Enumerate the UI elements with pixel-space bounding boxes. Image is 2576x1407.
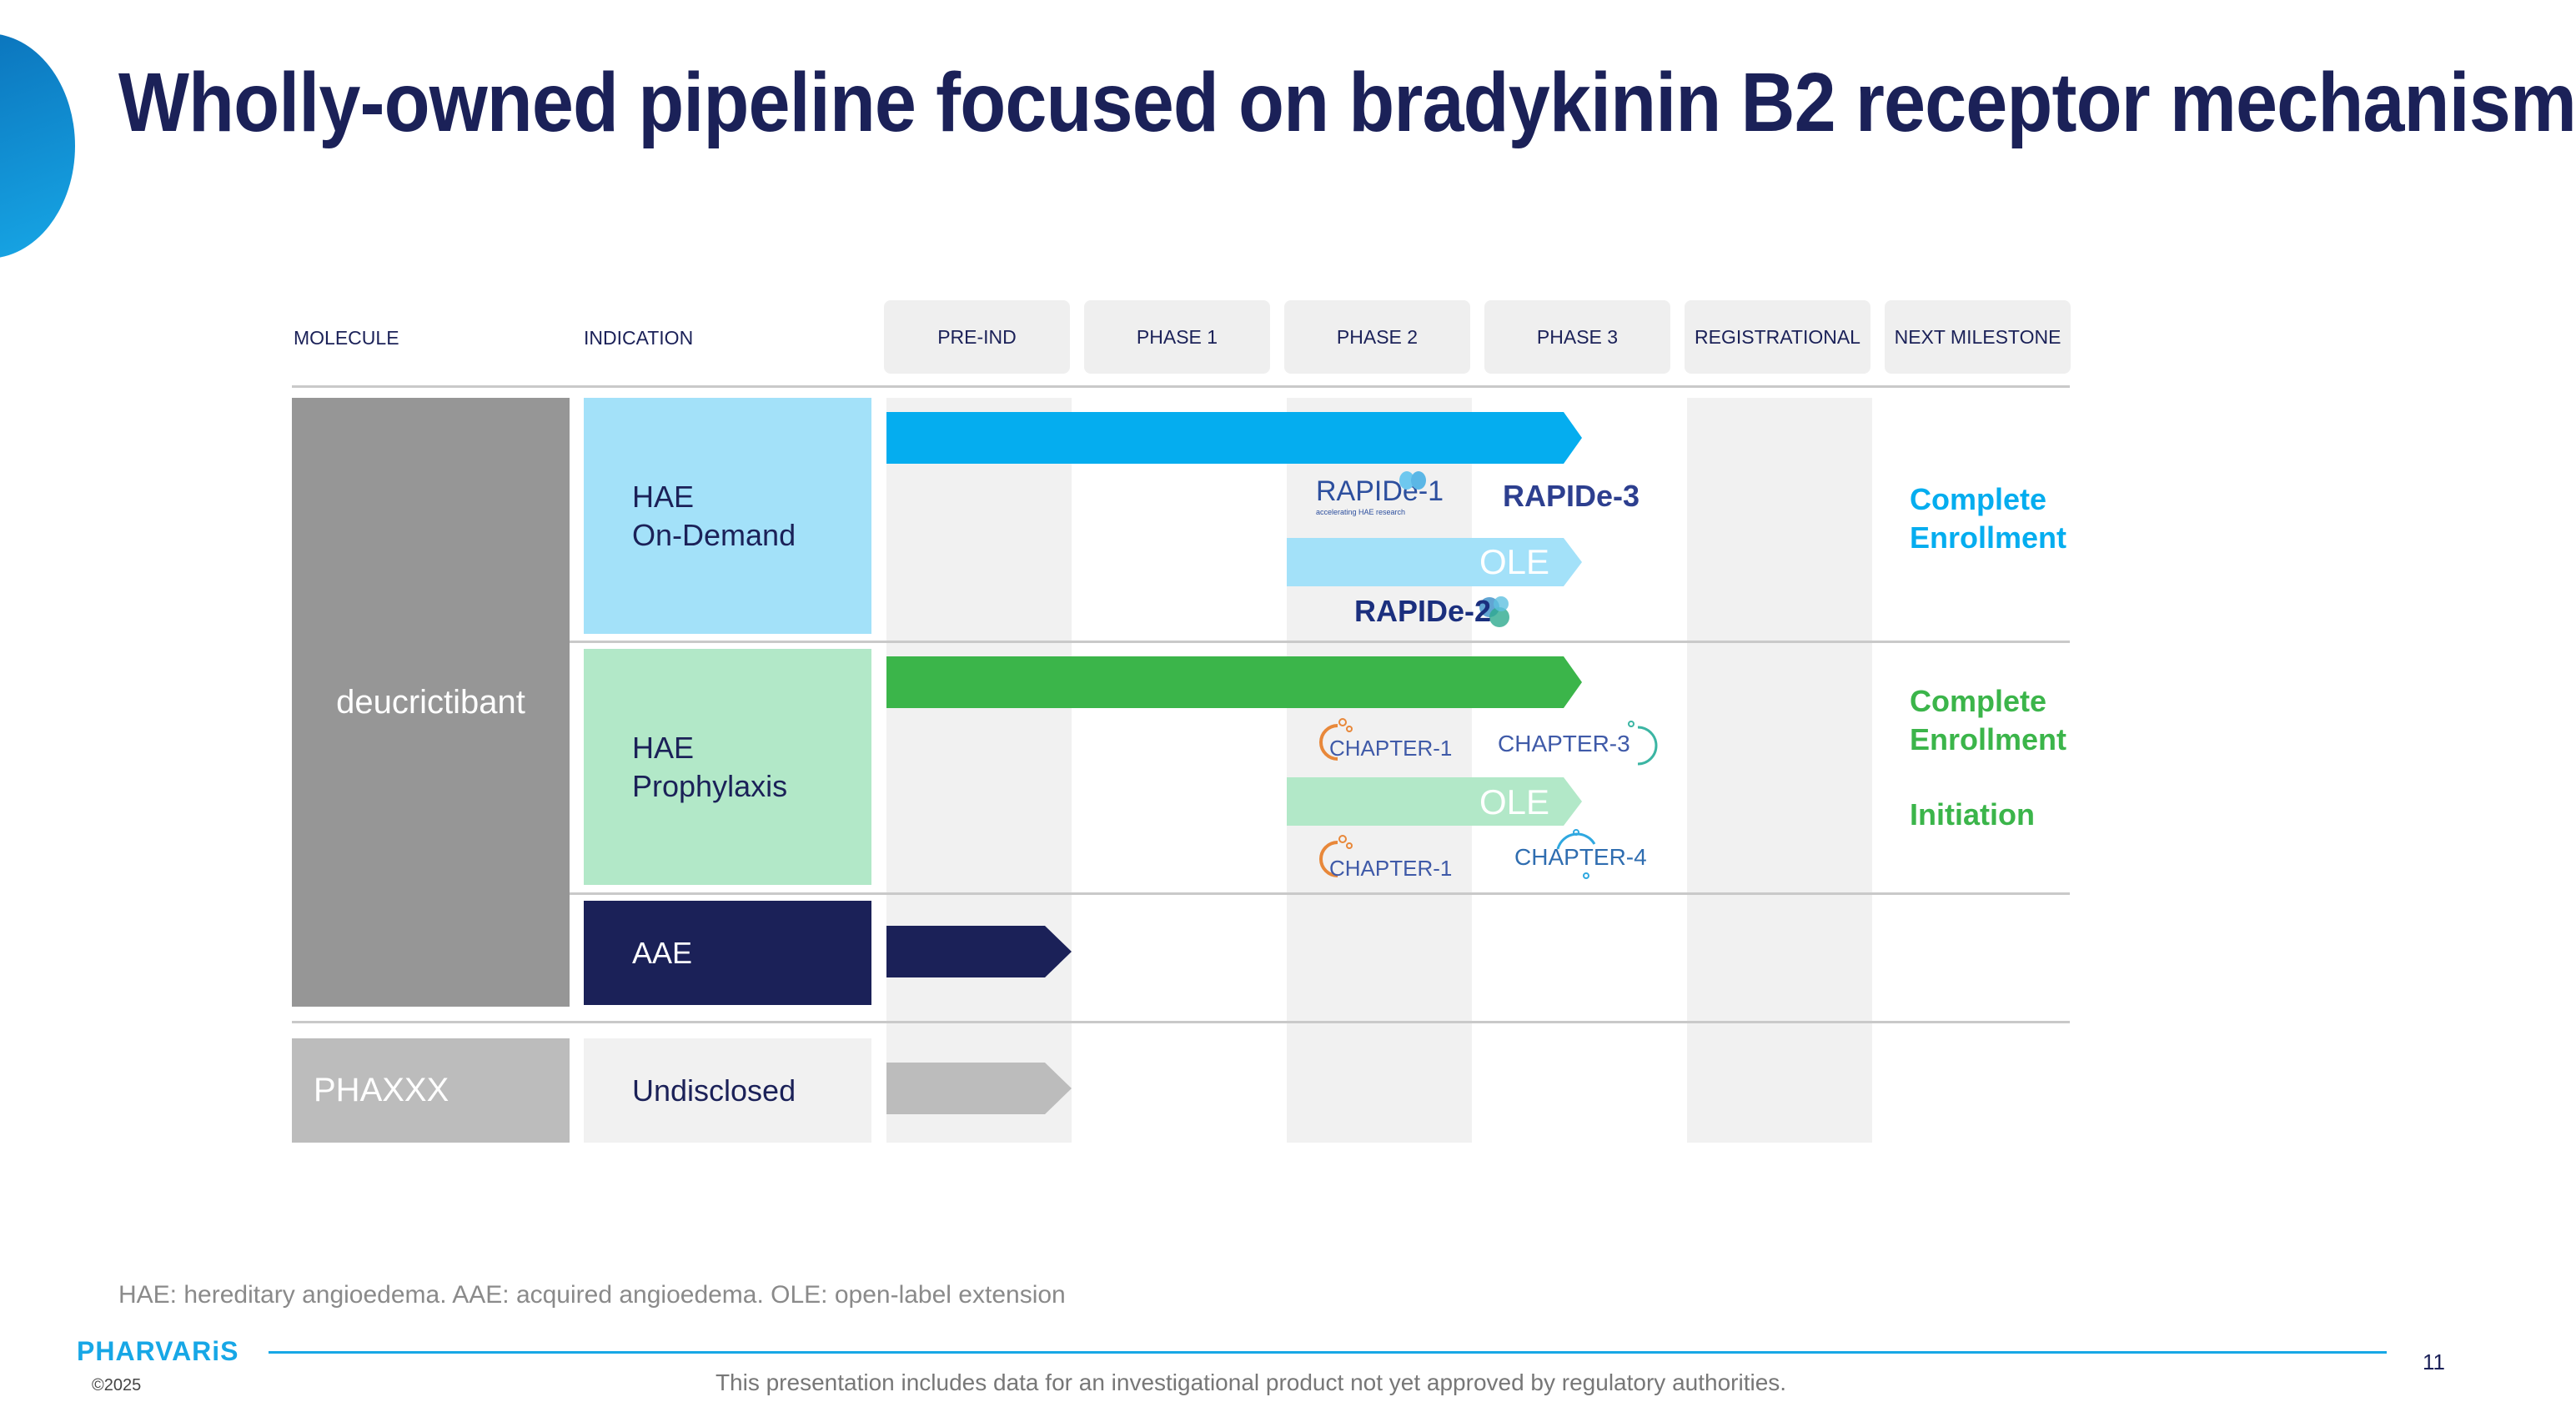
molecule-label: PHAXXX	[314, 1072, 449, 1108]
header-pre-ind: PRE-IND	[884, 300, 1070, 374]
progress-bar-hae-on-demand	[886, 412, 1582, 464]
ole-bar-hae-prophylaxis	[1287, 777, 1582, 826]
disclaimer: This presentation includes data for an i…	[715, 1369, 1787, 1395]
trial-tagline: accelerating HAE research	[1316, 508, 1406, 516]
header-indication: INDICATION	[584, 327, 694, 349]
column-phase-2	[1287, 398, 1472, 1143]
milestone-line: Complete	[1910, 482, 2047, 516]
row-divider	[292, 641, 2070, 643]
indication-line: HAE	[632, 479, 695, 514]
chapter-logo-icon	[1319, 835, 1353, 877]
page-title: Wholly-owned pipeline focused on bradyki…	[118, 56, 2576, 149]
header-registrational: REGISTRATIONAL	[1685, 300, 1870, 374]
milestone-line: Complete	[1910, 684, 2047, 718]
header-next-milestone: NEXT MILESTONE	[1885, 300, 2071, 374]
indication-line: HAE	[632, 730, 695, 765]
indication-line: On-Demand	[632, 517, 796, 552]
footnote: HAE: hereditary angioedema. AAE: acquire…	[118, 1281, 1066, 1309]
milestone-hae-prophylaxis: Complete Enrollment Initiation	[1910, 682, 2066, 834]
indication-aae: AAE	[584, 901, 871, 1005]
milestone-line: Enrollment	[1910, 722, 2067, 756]
brand-logo: PHARVARiS	[77, 1336, 239, 1366]
indication-line: AAE	[632, 935, 693, 970]
header-molecule: MOLECULE	[294, 327, 399, 349]
chapter-logo-icon	[1556, 829, 1596, 879]
header-phase-1: PHASE 1	[1084, 300, 1270, 374]
chapter-logo-icon	[1319, 718, 1353, 761]
header-phase-2: PHASE 2	[1284, 300, 1470, 374]
indication-line: Undisclosed	[632, 1073, 796, 1108]
row-divider	[292, 1021, 2070, 1023]
molecule-deucrictibant: deucrictibant	[292, 398, 570, 1007]
copyright: ©2025	[92, 1376, 142, 1394]
page-number: 11	[2423, 1349, 2445, 1374]
chapter-logo-icon	[1628, 721, 1658, 766]
ole-label: OLE	[1479, 542, 1550, 581]
trial-name: CHAPTER-1	[1329, 856, 1453, 881]
ole-label: OLE	[1479, 782, 1550, 822]
molecule-phaxxx: PHAXXX	[292, 1038, 570, 1143]
progress-bar-undisclosed	[886, 1063, 1072, 1114]
header-phase-3: PHASE 3	[1484, 300, 1670, 374]
butterfly-icon	[1399, 471, 1426, 490]
progress-bar-aae	[886, 926, 1072, 977]
column-registrational	[1687, 398, 1872, 1143]
column-pre-ind	[886, 398, 1072, 1143]
row-divider	[292, 892, 2070, 895]
trial-name: CHAPTER-1	[1329, 736, 1453, 761]
indication-undisclosed: Undisclosed	[584, 1038, 871, 1143]
molecule-label: deucrictibant	[336, 683, 525, 721]
logo-rapide-1: RAPIDe-1 accelerating HAE research	[1316, 471, 1444, 516]
progress-bar-hae-prophylaxis	[886, 656, 1582, 708]
trial-name: CHAPTER-3	[1498, 731, 1630, 756]
trial-name: RAPIDe-2	[1354, 594, 1492, 628]
milestone-line: Enrollment	[1910, 520, 2067, 555]
trial-name: CHAPTER-4	[1514, 844, 1647, 870]
logo-rapide-3: RAPIDe-3	[1503, 479, 1640, 513]
header-divider	[292, 385, 2070, 388]
milestone-hae-on-demand: Complete Enrollment	[1910, 480, 2066, 557]
corner-decoration	[0, 33, 75, 259]
footer-rule	[269, 1351, 2387, 1354]
molecule-icon	[1479, 596, 1509, 627]
milestone-line: Initiation	[1910, 797, 2035, 832]
ole-bar-hae-on-demand	[1287, 538, 1582, 586]
indication-line: Prophylaxis	[632, 768, 788, 803]
